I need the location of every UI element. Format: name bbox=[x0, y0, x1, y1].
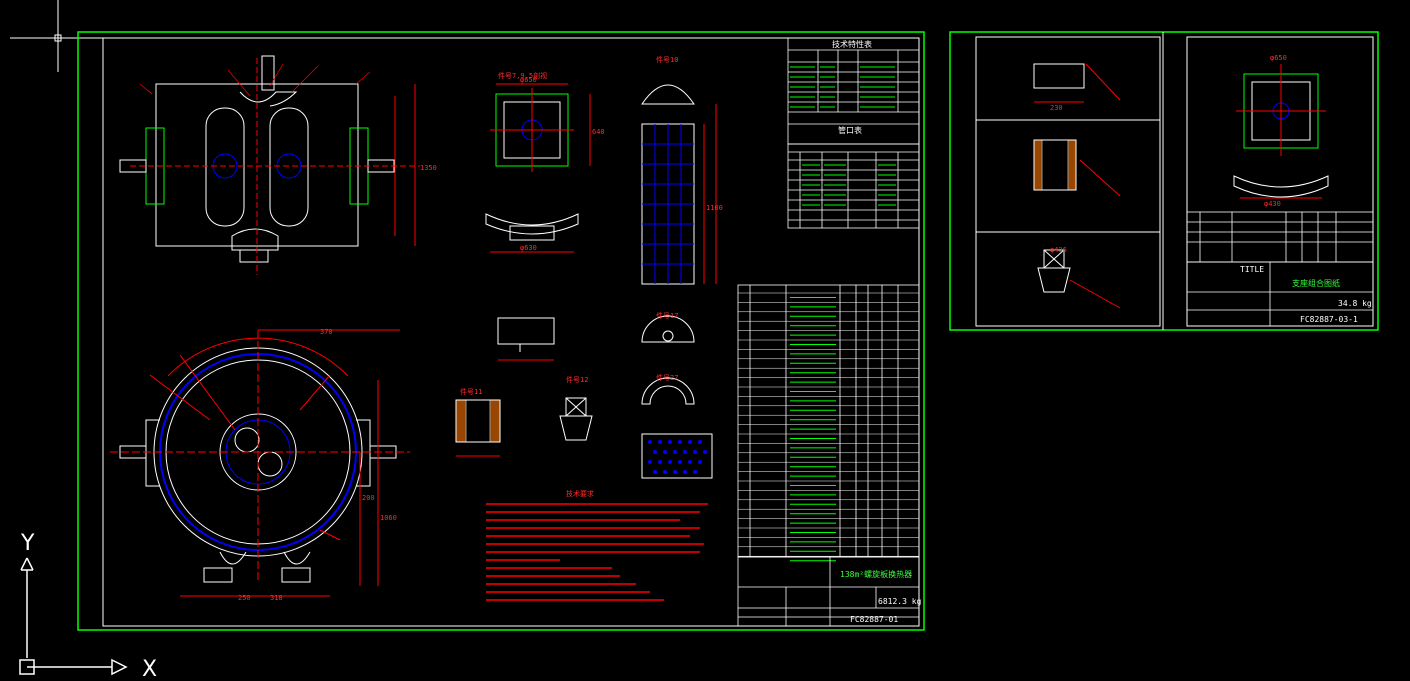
dim-2: 640 bbox=[592, 128, 605, 136]
dim-3: 1350 bbox=[420, 164, 437, 172]
parts-list-rows bbox=[738, 292, 919, 557]
parts-list-table bbox=[737, 284, 920, 558]
view-label-0: 件号7,9,5剖视 bbox=[498, 71, 547, 80]
nozzle-table-title: 管口表 bbox=[838, 125, 862, 135]
detail-view-12 bbox=[559, 397, 593, 441]
view-label-3: 件号12 bbox=[566, 375, 588, 384]
title-block bbox=[737, 556, 920, 627]
support-drawing-number: FC82887-03-1 bbox=[1300, 315, 1358, 324]
support-weight: 34.8 kg bbox=[1338, 299, 1372, 308]
detail-view-pipe bbox=[497, 317, 555, 361]
main-sheet-outer-frame bbox=[77, 31, 925, 631]
dim-5: 1060 bbox=[380, 514, 397, 522]
main-drawing-number: FC82887-01 bbox=[850, 615, 898, 624]
support-dim-0: φ650 bbox=[1270, 54, 1287, 62]
support-detail-nut bbox=[1037, 249, 1121, 309]
parts-list-values bbox=[790, 297, 836, 562]
support-detail-sleeve bbox=[1033, 139, 1121, 197]
support-parts-table bbox=[1186, 211, 1374, 263]
support-sheet: TITLE 支座组合图纸 34.8 kg FC82887-03-1 φ650 φ… bbox=[949, 31, 1379, 331]
main-sheet: 138m²螺旋板换热器 6812.3 kg FC82887-01 技术特性表 管… bbox=[77, 31, 925, 631]
support-drawing-title: 支座组合图纸 bbox=[1292, 278, 1340, 288]
dim-8: 318 bbox=[270, 594, 283, 602]
support-dim-1: φ430 bbox=[1264, 200, 1281, 208]
front-elevation-view bbox=[119, 55, 420, 275]
support-assembly-view bbox=[1233, 64, 1329, 199]
dim-0: φ650 bbox=[520, 76, 537, 84]
support-dim-2: φ436 bbox=[1050, 246, 1067, 254]
view-label-4: 件号17 bbox=[656, 311, 678, 320]
dim-7: 250 bbox=[238, 594, 251, 602]
main-total-weight: 6812.3 kg bbox=[878, 597, 922, 606]
dim-6: 200 bbox=[362, 494, 375, 502]
tech-spec-table-values bbox=[790, 66, 896, 206]
plan-view-circular bbox=[110, 329, 410, 597]
detail-view-27 bbox=[641, 377, 695, 405]
view-label-1: 件号10 bbox=[656, 55, 678, 64]
view-label-5: 件号27 bbox=[656, 373, 678, 382]
view-label-2: 件号11 bbox=[460, 387, 482, 396]
support-sheet-outer-frame bbox=[949, 31, 1379, 331]
support-title-block bbox=[1186, 261, 1374, 327]
tech-spec-table bbox=[787, 37, 920, 229]
item-balloons-top bbox=[139, 63, 371, 97]
ucs-x-label: X bbox=[142, 657, 157, 681]
technical-notes-block bbox=[486, 503, 708, 601]
detail-view-10 bbox=[641, 84, 717, 285]
detail-view-11 bbox=[455, 399, 501, 457]
main-drawing-title: 138m²螺旋板换热器 bbox=[840, 569, 912, 579]
detail-view-17 bbox=[641, 315, 695, 343]
dim-1: φ630 bbox=[520, 244, 537, 252]
detail-view-tube-bundle bbox=[641, 433, 713, 479]
crosshair-cursor bbox=[10, 0, 108, 72]
ucs-y-label: Y bbox=[20, 531, 35, 556]
notes-title: 技术要求 bbox=[566, 489, 594, 498]
support-title-label: TITLE bbox=[1240, 265, 1264, 274]
support-detail-rod bbox=[1033, 63, 1121, 103]
tech-table-title: 技术特性表 bbox=[832, 39, 872, 49]
ucs-icon bbox=[19, 557, 128, 676]
detail-view-7-9-5 bbox=[485, 83, 591, 253]
dim-4: 1100 bbox=[706, 204, 723, 212]
support-dim-3: 230 bbox=[1050, 104, 1063, 112]
dim-9: 370 bbox=[320, 328, 333, 336]
